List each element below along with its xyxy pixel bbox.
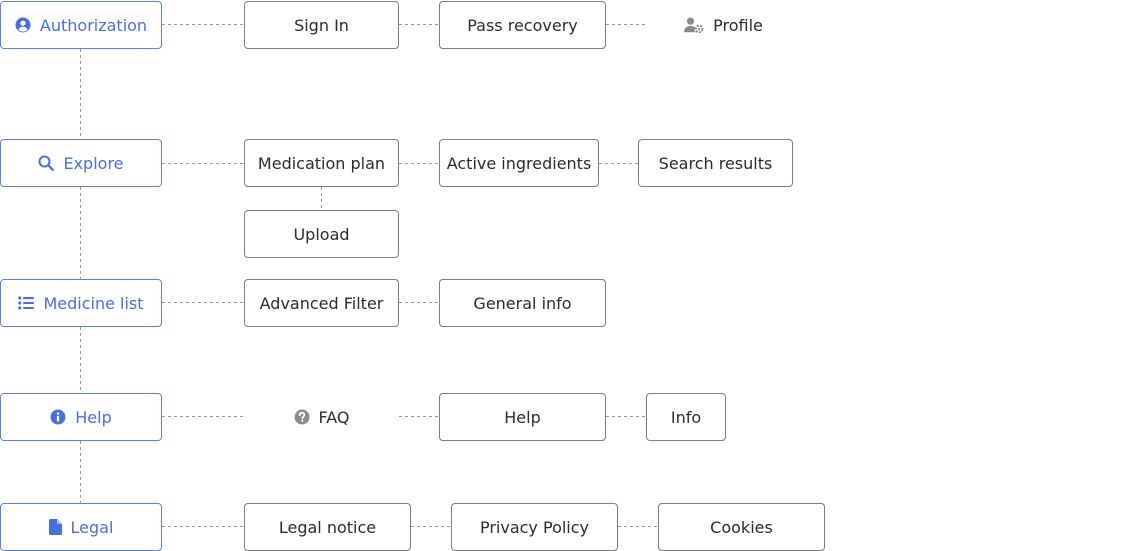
node-faq[interactable]: FAQ	[244, 393, 399, 441]
node-upload[interactable]: Upload	[244, 210, 399, 258]
category-legal-label: Legal	[70, 517, 114, 537]
node-profile-label: Profile	[713, 15, 763, 35]
node-active-ingredients-label: Active ingredients	[446, 153, 592, 173]
node-faq-label: FAQ	[318, 407, 350, 427]
node-info-label: Info	[670, 407, 702, 427]
list-icon	[18, 296, 35, 310]
node-sign-in[interactable]: Sign In	[244, 1, 399, 49]
node-active-ingredients[interactable]: Active ingredients	[439, 139, 599, 187]
info-circle-icon	[50, 409, 66, 425]
user-circle-icon	[15, 17, 31, 33]
node-advanced-filter[interactable]: Advanced Filter	[244, 279, 399, 327]
node-privacy-policy-label: Privacy Policy	[479, 517, 590, 537]
node-profile[interactable]: Profile	[646, 1, 801, 49]
category-explore[interactable]: Explore	[0, 139, 162, 187]
category-authorization-label: Authorization	[39, 15, 148, 35]
document-icon	[48, 519, 62, 535]
node-sign-in-label: Sign In	[294, 15, 349, 35]
category-explore-label: Explore	[63, 153, 124, 173]
node-pass-recovery[interactable]: Pass recovery	[439, 1, 606, 49]
node-advanced-filter-label: Advanced Filter	[259, 293, 384, 313]
category-medicine-list-label: Medicine list	[43, 293, 144, 313]
node-help-label: Help	[504, 407, 541, 427]
node-upload-label: Upload	[293, 224, 350, 244]
node-help[interactable]: Help	[439, 393, 606, 441]
category-legal[interactable]: Legal	[0, 503, 162, 551]
search-icon	[38, 155, 55, 171]
user-settings-icon	[684, 17, 704, 33]
node-cookies[interactable]: Cookies	[658, 503, 825, 551]
node-legal-notice-label: Legal notice	[278, 517, 377, 537]
category-authorization[interactable]: Authorization	[0, 1, 162, 49]
node-general-info[interactable]: General info	[439, 279, 606, 327]
node-cookies-label: Cookies	[710, 517, 773, 537]
category-help[interactable]: Help	[0, 393, 162, 441]
question-circle-icon	[294, 409, 310, 425]
node-privacy-policy[interactable]: Privacy Policy	[451, 503, 618, 551]
node-pass-recovery-label: Pass recovery	[467, 15, 578, 35]
node-search-results[interactable]: Search results	[638, 139, 793, 187]
node-medication-plan-label: Medication plan	[257, 153, 386, 173]
node-search-results-label: Search results	[658, 153, 773, 173]
category-medicine-list[interactable]: Medicine list	[0, 279, 162, 327]
category-help-label: Help	[75, 407, 112, 427]
node-medication-plan[interactable]: Medication plan	[244, 139, 399, 187]
node-legal-notice[interactable]: Legal notice	[244, 503, 411, 551]
node-info[interactable]: Info	[646, 393, 726, 441]
node-general-info-label: General info	[473, 293, 572, 313]
